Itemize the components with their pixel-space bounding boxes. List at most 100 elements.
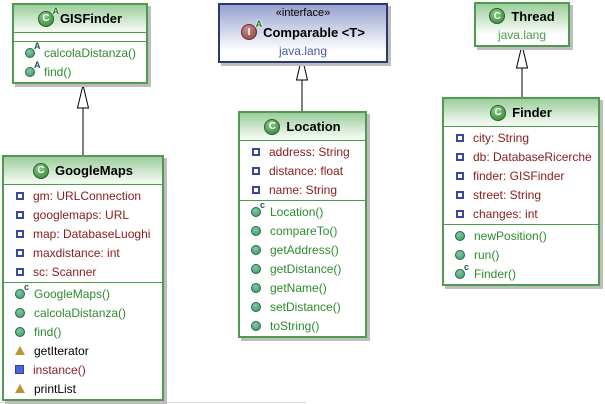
field-row[interactable]: gm: URLConnection	[4, 186, 162, 205]
member-label: sc: Scanner	[33, 264, 97, 279]
fields-compartment: address: String distance: float name: Stri…	[240, 140, 365, 200]
method-row[interactable]: calcolaDistanza()	[4, 303, 162, 322]
method-icon	[455, 249, 465, 260]
field-row[interactable]: distance: float	[240, 161, 365, 180]
package-method-icon	[15, 384, 25, 393]
stereotype-label: «interface»	[275, 7, 331, 19]
method-row[interactable]: find()	[4, 322, 162, 341]
method-row[interactable]: c Finder()	[444, 262, 598, 283]
class-icon: C	[489, 8, 506, 24]
class-header: C GoogleMaps	[4, 157, 162, 184]
method-row[interactable]: getIterator	[4, 341, 162, 360]
class-header: C Thread	[476, 4, 568, 28]
field-row[interactable]: name: String	[240, 180, 365, 199]
member-label: calcolaDistanza()	[34, 305, 127, 320]
method-row[interactable]: instance()	[4, 360, 162, 379]
field-icon	[456, 152, 464, 161]
package-method-icon	[15, 346, 25, 355]
abstract-method-icon: A	[25, 41, 41, 58]
member-label: maxdistance: int	[33, 245, 120, 260]
generalization-googlemaps-to-gisfinder[interactable]	[76, 84, 90, 155]
class-title: GISFinder	[59, 11, 123, 26]
field-row[interactable]: changes: int	[444, 204, 598, 223]
member-label: map: DatabaseLuoghi	[33, 226, 151, 241]
field-icon	[16, 191, 24, 200]
class-box-thread[interactable]: C Thread java.lang	[474, 2, 570, 47]
package-label: java.lang	[497, 28, 547, 42]
methods-compartment: newPosition() run() c Finder()	[444, 224, 598, 284]
class-icon: C	[490, 104, 507, 121]
method-row[interactable]: setDistance()	[240, 297, 365, 316]
member-label: db: DatabaseRicerche	[473, 149, 592, 164]
method-icon	[251, 263, 261, 274]
member-label: instance()	[33, 362, 86, 377]
field-row[interactable]: finder: GISFinder	[444, 166, 598, 185]
field-icon	[252, 185, 260, 194]
constructor-icon: c	[15, 282, 29, 299]
method-row[interactable]: newPosition()	[444, 226, 598, 245]
method-row[interactable]: getName()	[240, 278, 365, 297]
fields-compartment: gm: URLConnection googlemaps: URL map: Dat…	[4, 184, 162, 282]
method-row[interactable]: printList	[4, 379, 162, 398]
realization-location-to-comparable[interactable]	[295, 56, 309, 111]
member-label: toString()	[270, 318, 320, 333]
field-row[interactable]: street: String	[444, 185, 598, 204]
member-label: printList	[34, 381, 77, 396]
method-icon	[251, 301, 261, 312]
class-box-googlemaps[interactable]: C GoogleMaps gm: URLConnection googlemaps…	[2, 155, 164, 401]
member-label: street: String	[473, 187, 542, 202]
class-title: Thread	[511, 8, 555, 24]
generalization-finder-to-thread[interactable]	[515, 44, 529, 97]
field-icon	[456, 209, 464, 218]
member-label: getName()	[270, 280, 327, 295]
member-label: distance: float	[269, 163, 344, 178]
fields-compartment: city: String db: DatabaseRicerche finder: …	[444, 126, 598, 224]
package-label: java.lang	[278, 44, 328, 58]
class-title: Comparable <T>	[263, 24, 365, 40]
method-icon	[15, 307, 25, 318]
method-icon	[251, 225, 261, 236]
field-row[interactable]: googlemaps: URL	[4, 205, 162, 224]
field-row[interactable]: maxdistance: int	[4, 243, 162, 262]
method-row[interactable]: getDistance()	[240, 259, 365, 278]
member-label: city: String	[473, 130, 530, 145]
field-row[interactable]: db: DatabaseRicerche	[444, 147, 598, 166]
field-icon	[16, 267, 24, 276]
method-row[interactable]: getAddress()	[240, 240, 365, 259]
field-row[interactable]: address: String	[240, 142, 365, 161]
member-label: Location()	[270, 204, 324, 219]
method-row[interactable]: compareTo()	[240, 221, 365, 240]
member-label: gm: URLConnection	[33, 188, 142, 203]
fields-compartment	[14, 32, 146, 41]
constructor-icon: c	[455, 262, 469, 279]
member-label: Finder()	[474, 266, 517, 281]
member-label: run()	[474, 247, 500, 262]
method-row[interactable]: toString()	[240, 316, 365, 335]
class-title: GoogleMaps	[54, 163, 133, 178]
method-row[interactable]: run()	[444, 245, 598, 264]
field-row[interactable]: map: DatabaseLuoghi	[4, 224, 162, 243]
field-icon	[456, 190, 464, 199]
field-row[interactable]: city: String	[444, 128, 598, 147]
class-title: Location	[286, 119, 341, 134]
field-row[interactable]: sc: Scanner	[4, 262, 162, 281]
method-icon	[15, 326, 25, 337]
class-icon: C	[32, 162, 49, 179]
member-label: setDistance()	[270, 299, 341, 314]
